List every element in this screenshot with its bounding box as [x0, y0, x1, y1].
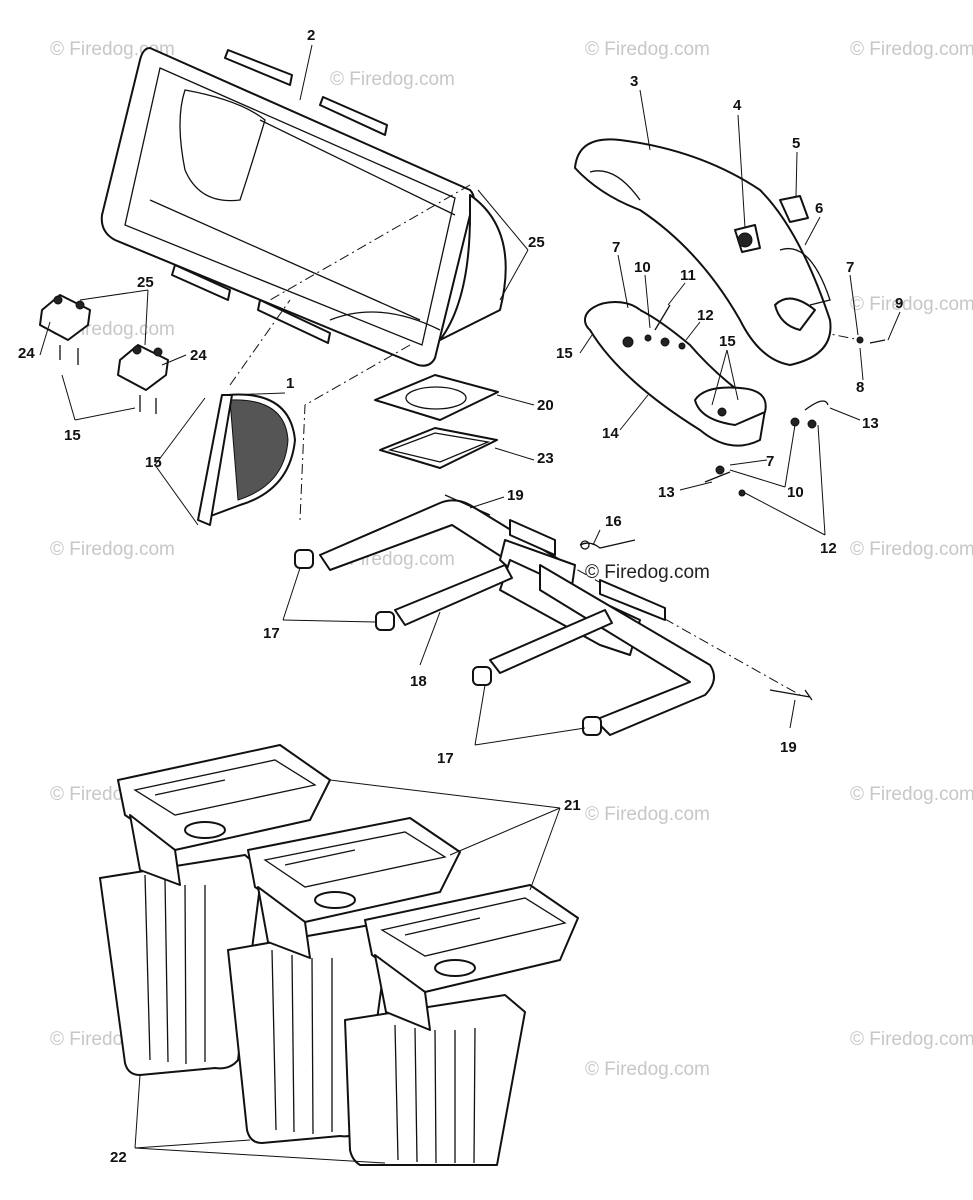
callout-13-right: 13 [862, 415, 879, 432]
part-24-brackets [39, 294, 169, 414]
watermark: © Firedog.com [585, 39, 710, 60]
callout-9: 9 [895, 295, 903, 312]
callout-22: 22 [110, 1149, 127, 1166]
callout-2: 2 [307, 27, 315, 44]
callout-24-right: 24 [190, 347, 207, 364]
callout-5: 5 [792, 135, 800, 152]
watermark: © Firedog.com [585, 804, 710, 825]
part-3-chute [574, 138, 832, 366]
part-23-seal [379, 427, 498, 469]
callout-7-bottom: 7 [766, 453, 774, 470]
callout-17-bottom: 17 [437, 750, 454, 767]
watermark: © Firedog.com [850, 1029, 973, 1050]
chute-hardware [644, 304, 886, 497]
part-17-end-caps [294, 549, 602, 736]
callout-15-left: 15 [64, 427, 81, 444]
callout-6: 6 [815, 200, 823, 217]
callout-19-bottom: 19 [780, 739, 797, 756]
part-16-pin [579, 539, 636, 550]
part-20-gasket [374, 374, 499, 421]
callout-12-top: 12 [697, 307, 714, 324]
bucket-3 [344, 884, 579, 1166]
callout-19-top: 19 [507, 487, 524, 504]
watermark: © Firedog.com [50, 539, 175, 560]
callout-18: 18 [410, 673, 427, 690]
watermark: © Firedog.com [330, 69, 455, 90]
callout-15-screen: 15 [145, 454, 162, 471]
callout-20: 20 [537, 397, 554, 414]
callout-8: 8 [856, 379, 864, 396]
callout-labels: 2 3 4 5 6 25 7 9 8 7 10 11 12 15 15 14 1… [18, 27, 903, 1166]
leader-lines [39, 44, 901, 1164]
callout-15-elbow: 15 [556, 345, 573, 362]
callout-7-left: 7 [612, 239, 620, 256]
watermark-center: © Firedog.com [585, 562, 710, 583]
callout-13-bottom: 13 [658, 484, 675, 501]
part-2-bagger-housing [100, 47, 507, 367]
callout-24-left: 24 [18, 345, 35, 362]
callout-1: 1 [286, 375, 294, 392]
part-19-frame [319, 494, 813, 736]
callout-14: 14 [602, 425, 619, 442]
part-1-screen [197, 393, 296, 526]
callout-10-top: 10 [634, 259, 651, 276]
bucket-1 [99, 744, 331, 1076]
callout-4: 4 [733, 97, 742, 114]
watermark: © Firedog.com [585, 1059, 710, 1080]
callout-16: 16 [605, 513, 622, 530]
watermark: © Firedog.com [850, 39, 973, 60]
callout-15-chute: 15 [719, 333, 736, 350]
callout-11: 11 [680, 267, 696, 284]
callout-12-bottom: 12 [820, 540, 837, 557]
callout-23: 23 [537, 450, 554, 467]
watermark: © Firedog.com [850, 294, 973, 315]
callout-21: 21 [564, 797, 581, 814]
part-14-elbow [584, 301, 767, 447]
callout-25-left: 25 [137, 274, 154, 291]
watermark: © Firedog.com [850, 539, 973, 560]
watermark: © Firedog.com [850, 784, 973, 805]
callout-10-bottom: 10 [787, 484, 804, 501]
callout-3: 3 [630, 73, 638, 90]
callout-17-top: 17 [263, 625, 280, 642]
callout-25-top: 25 [528, 234, 545, 251]
callout-7-right: 7 [846, 259, 854, 276]
